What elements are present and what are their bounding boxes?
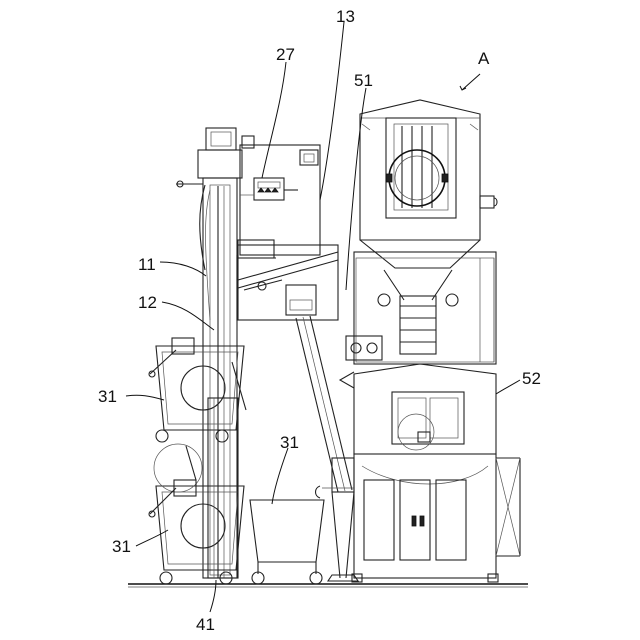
label-12: 12 <box>138 293 157 312</box>
ground <box>128 584 528 587</box>
leader-lines <box>126 22 520 612</box>
main-unit-lower <box>316 364 521 582</box>
inclined-conveyor <box>238 240 358 581</box>
label-41: 41 <box>196 615 215 634</box>
control-panel <box>240 145 320 255</box>
label-A: A <box>478 49 490 68</box>
cart-upper <box>149 338 246 442</box>
label-13: 13 <box>336 7 355 26</box>
label-31-lower: 31 <box>112 537 131 556</box>
label-31-middle: 31 <box>280 433 299 452</box>
label-11: 11 <box>138 255 156 274</box>
main-unit-middle <box>346 252 496 364</box>
label-51: 51 <box>354 71 373 90</box>
cart-floor <box>250 500 324 584</box>
label-27: 27 <box>276 45 295 64</box>
label-52: 52 <box>522 369 541 388</box>
main-unit-hopper <box>360 100 497 268</box>
label-31-upper: 31 <box>98 387 117 406</box>
